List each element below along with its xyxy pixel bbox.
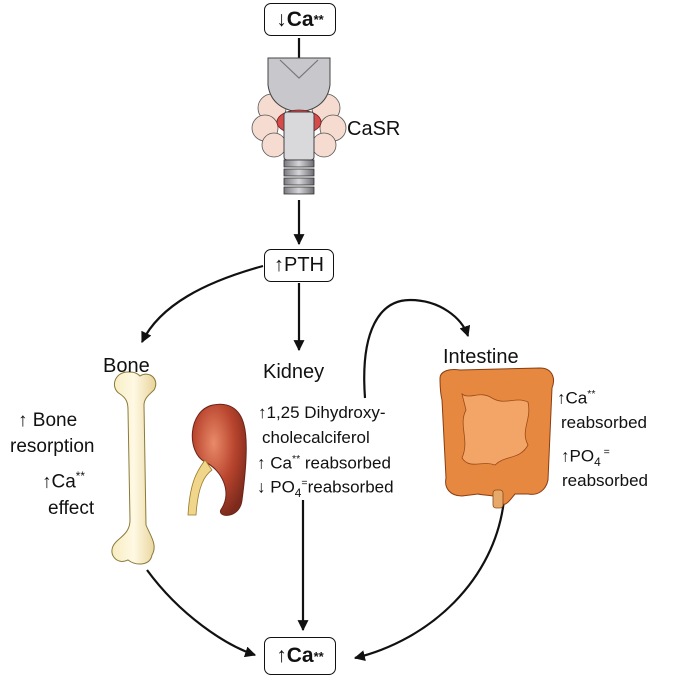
up-arrow-icon: ↑ <box>557 388 566 408</box>
arrow-pth-to-bone <box>141 264 264 343</box>
bone-calcium-line3: ↑Ca** <box>42 470 85 493</box>
high-calcium-label: Ca <box>286 644 314 667</box>
kidney-line3: ↑ Ca** reabsorbed <box>257 453 391 473</box>
up-arrow-icon: ↑ <box>276 644 287 667</box>
up-arrow-icon: ↑ <box>42 471 52 493</box>
kidney-line1: ↑1,25 Dihydroxy- <box>258 403 386 422</box>
down-arrow-icon: ↓ <box>276 7 287 31</box>
down-arrow-icon: ↓ <box>257 477 266 497</box>
intestine-line4: reabsorbed <box>562 471 649 490</box>
kidney-line4: ↓ PO4=reabsorbed <box>257 477 394 501</box>
arrow-intestine-to-calcium <box>353 499 506 662</box>
intestine-illustration <box>439 367 554 509</box>
bone-effect-line4: effect <box>48 498 95 519</box>
parathyroid-gland-illustration <box>251 57 347 195</box>
up-arrow-icon: ↑ <box>18 410 28 431</box>
bone-title: Bone <box>103 355 150 377</box>
casr-label: CaSR <box>347 118 401 140</box>
intestine-line3: ↑PO4 = <box>561 446 610 470</box>
up-arrow-icon: ↑ <box>257 453 266 473</box>
high-calcium-charge: ** <box>313 648 324 664</box>
kidney-illustration <box>187 403 247 516</box>
intestine-line1: ↑Ca** <box>557 388 596 408</box>
low-calcium-label: Ca <box>286 7 314 31</box>
high-calcium-box: ↑Ca** <box>264 637 336 675</box>
pth-box: ↑PTH <box>264 249 334 282</box>
arrow-kidney-to-intestine <box>363 298 471 399</box>
up-arrow-icon: ↑ <box>274 254 284 276</box>
up-arrow-icon: ↑ <box>561 446 570 466</box>
pth-label: PTH <box>284 254 324 276</box>
bone-resorption-line2: resorption <box>10 436 95 457</box>
intestine-line2: reabsorbed <box>561 413 648 432</box>
low-calcium-charge: ** <box>313 12 324 27</box>
low-calcium-box: ↓Ca** <box>264 3 336 36</box>
intestine-title: Intestine <box>443 346 519 368</box>
kidney-title: Kidney <box>263 361 325 383</box>
bone-illustration <box>111 371 157 565</box>
arrow-bone-to-calcium <box>146 569 257 658</box>
bone-resorption-line1: ↑ Bone <box>18 410 78 431</box>
kidney-line2: cholecalciferol <box>262 428 370 447</box>
up-arrow-icon: ↑ <box>258 403 267 422</box>
